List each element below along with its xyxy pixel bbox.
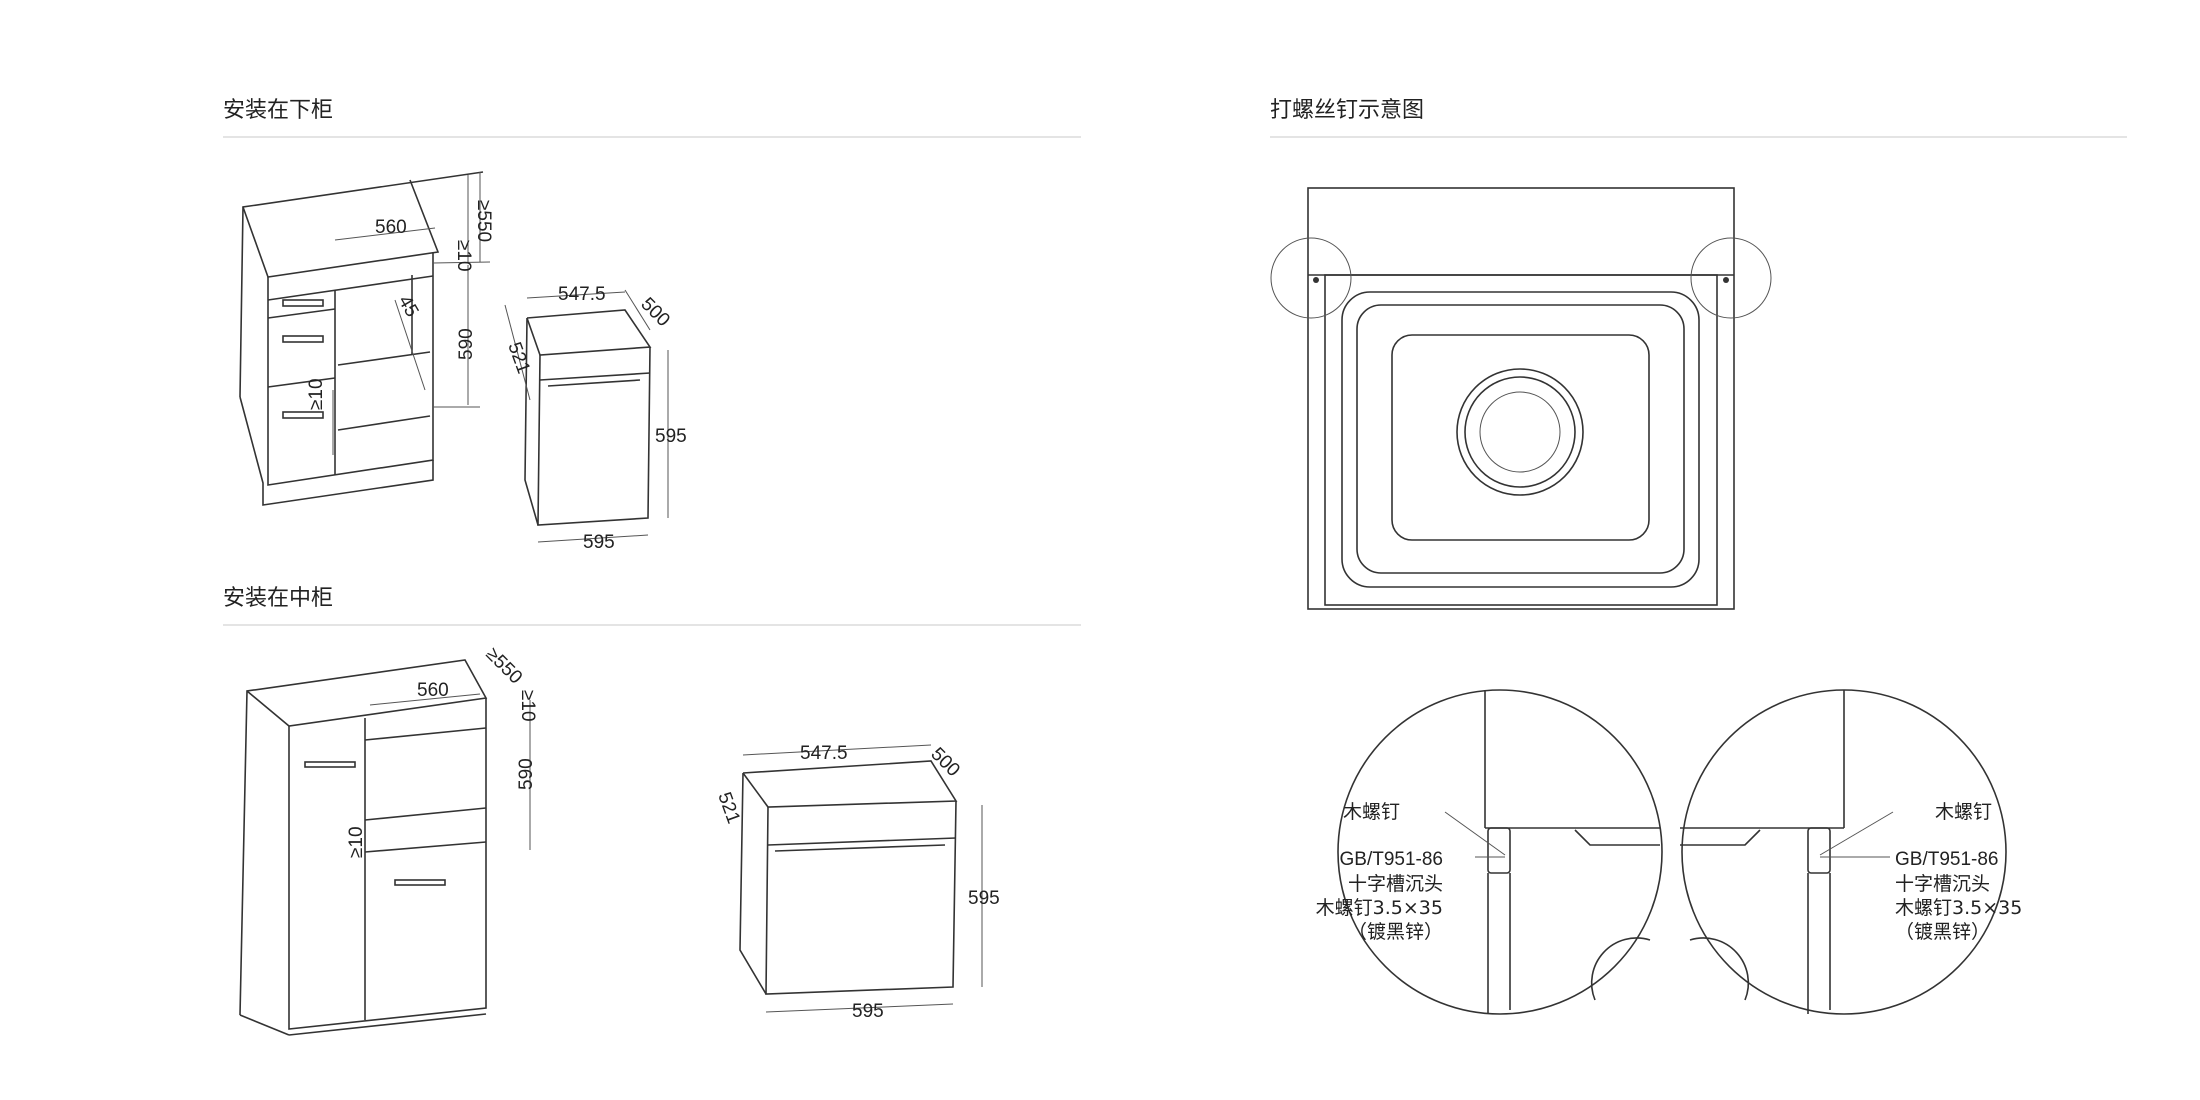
divider <box>223 136 1081 138</box>
label-standard: GB/T951-86 <box>1895 849 1999 870</box>
label-spec: 木螺钉3.5×35 <box>1895 897 2022 919</box>
section-title-screw-diagram: 打螺丝钉示意图 <box>1270 98 1425 123</box>
lower-cabinet-drawing: 560 ≥10 ≥550 590 45 ≥10 <box>239 171 494 506</box>
dim-height: 590 <box>456 328 477 360</box>
dim-bottom-gap: ≥10 <box>346 826 367 858</box>
dim-depth: ≥550 <box>473 200 494 242</box>
dim-angle: 45 <box>394 292 423 321</box>
dim-cabinet-width: 560 <box>375 217 407 238</box>
dim-oven-side: 521 <box>503 340 534 377</box>
dim-top-gap: ≥10 <box>453 240 474 272</box>
dim-oven-height: 595 <box>968 888 1000 909</box>
divider <box>1270 136 2127 138</box>
middle-cabinet-drawing: 560 ≥550 ≥10 590 ≥10 <box>239 644 538 1036</box>
dim-bottom-gap: ≥10 <box>306 378 327 410</box>
dim-oven-depth: 500 <box>636 294 673 331</box>
middle-oven-drawing: 547.5 500 521 595 595 <box>713 743 999 1022</box>
dim-depth: ≥550 <box>481 644 526 689</box>
screw-detail-right: 木螺钉 GB/T951-86 十字槽沉头 木螺钉3.5×35 （镀黑锌） <box>1680 689 2022 1015</box>
dim-oven-width: 595 <box>583 532 615 553</box>
label-finish: （镀黑锌） <box>1348 921 1443 943</box>
dim-oven-top-width: 547.5 <box>558 284 606 305</box>
label-finish: （镀黑锌） <box>1895 921 1990 943</box>
label-standard: GB/T951-86 <box>1340 849 1444 870</box>
dim-oven-height: 595 <box>655 426 687 447</box>
dim-cabinet-width: 560 <box>417 680 449 701</box>
label-head-type: 十字槽沉头 <box>1895 873 1990 895</box>
label-wood-screw: 木螺钉 <box>1935 801 1992 823</box>
divider <box>223 624 1081 626</box>
oven-front-drawing <box>1270 187 1772 610</box>
label-head-type: 十字槽沉头 <box>1348 873 1443 895</box>
dim-oven-width: 595 <box>852 1001 884 1022</box>
dim-oven-top-width: 547.5 <box>800 743 848 764</box>
label-wood-screw: 木螺钉 <box>1343 801 1400 823</box>
screw-detail-left: 木螺钉 GB/T951-86 十字槽沉头 木螺钉3.5×35 （镀黑锌） <box>1316 689 1663 1015</box>
dim-oven-depth: 500 <box>926 744 963 781</box>
dim-top-gap: ≥10 <box>517 690 538 722</box>
dim-height: 590 <box>516 758 537 790</box>
section-title-lower-cabinet: 安装在下柜 <box>223 98 334 123</box>
section-title-middle-cabinet: 安装在中柜 <box>223 586 334 611</box>
label-spec: 木螺钉3.5×35 <box>1316 897 1443 919</box>
dim-oven-side: 521 <box>713 790 744 827</box>
lower-oven-drawing: 547.5 500 521 595 595 <box>503 284 686 553</box>
